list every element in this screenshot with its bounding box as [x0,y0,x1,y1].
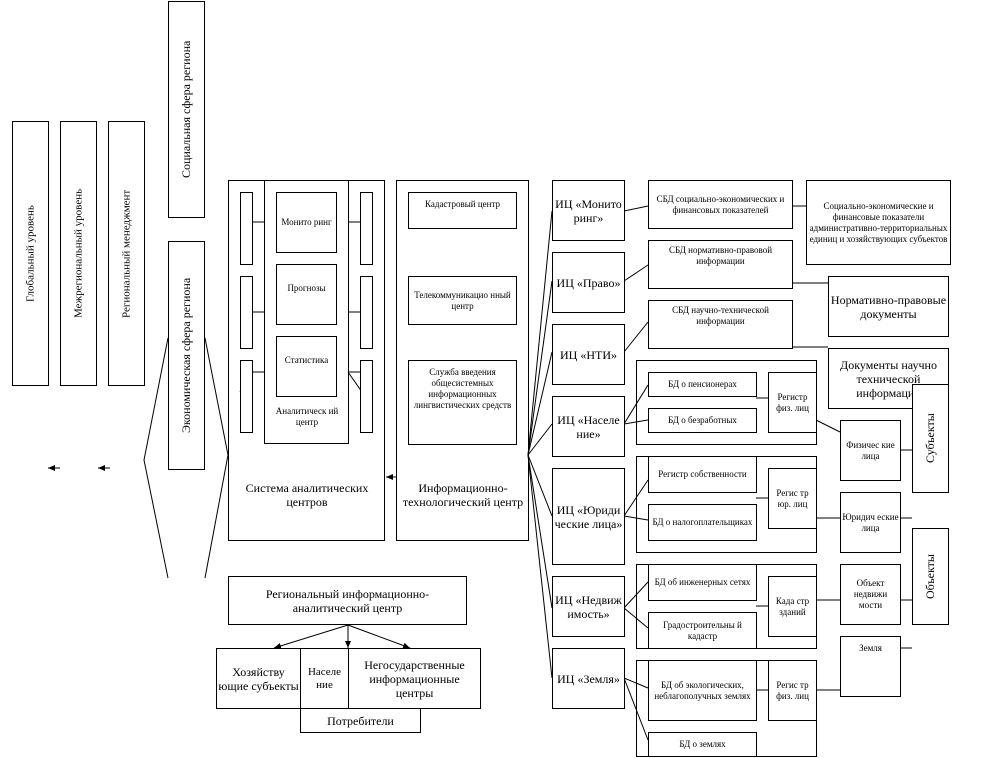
ic-nti-box: ИЦ «НТИ» [552,324,625,385]
monitoring-box: Монито ринг [276,192,337,253]
ic-real-estate-box: ИЦ «Недвиж имость» [552,576,625,637]
taxpayers-db-box: БД о налогоплательщиках [648,504,757,541]
social-sphere-box: Социальная сфера региона [168,1,205,218]
global-level-box: Глобальный уровень [12,121,49,386]
regional-info-center-box: Региональный информационно-аналитический… [228,576,467,625]
itc-label: Информационно-технологический центр [402,481,524,509]
side-bar [240,360,253,433]
urban-cadastre-box: Градостроительны й кадастр [648,612,757,649]
analytic-center-label: Аналитическ ий центр [275,406,339,427]
property-register-box: Регистр собственности [648,456,757,493]
statistics-box: Статистика [276,336,337,397]
business-entities-box: Хозяйству ющие субъекты [216,648,301,709]
telecom-center-box: Телекоммуникацио нный центр [408,276,517,325]
analytic-system-label: Система аналитических центров [245,481,369,509]
subjects-box: Субъекты [912,384,949,493]
building-cadastre-box: Када стр зданий [768,576,817,637]
arrow-to-business [273,624,349,649]
consumers-label-box: Потребители [300,708,421,733]
phys-persons-register-box: Регистр физ. лиц [768,372,817,433]
side-bar [240,276,253,349]
side-bar [240,192,253,265]
ecological-lands-db-box: БД об экологических, неблагополучных зем… [648,660,757,721]
nongov-centers-box: Негосударственные информационные центры [348,648,481,709]
engineering-networks-db-box: БД об инженерных сетях [648,564,757,601]
cadastral-center-box: Кадастровый центр [408,192,517,229]
sbd-socioeconomic-box: СБД социально-экономических и финансовых… [648,180,793,229]
ic-legal-entities-box: ИЦ «Юриди ческие лица» [552,468,625,565]
bracket-right [204,337,229,579]
phys-persons-register-2-box: Регис тр физ. лиц [768,660,817,721]
legal-persons-box: Юридич еские лица [840,492,901,553]
ic-law-box: ИЦ «Право» [552,252,625,313]
side-bar [360,360,373,433]
arrow-to-nongov [347,624,411,649]
side-bar [360,192,373,265]
linguistic-service-box: Служба введения общесистемных информацио… [408,360,517,445]
legal-persons-register-box: Регис тр юр. лиц [768,468,817,529]
sbd-normative-box: СБД нормативно-правовой информации [648,240,793,289]
interregional-level-box: Межрегиональный уровень [60,121,97,386]
analytic-center-frame [264,180,349,444]
regional-management-box: Региональный менеджмент [108,121,145,386]
ic-monitoring-box: ИЦ «Монито ринг» [552,180,625,241]
lands-db-box: БД о землях [648,732,757,757]
socioeconomic-indicators-box: Социально-экономические и финансовые пок… [806,180,951,265]
normative-documents-box: Нормативно-правовые документы [828,276,949,337]
population-consumer-box: Населе ние [300,648,349,709]
pensioners-db-box: БД о пенсионерах [648,372,757,397]
land-object-box: Земля [840,636,901,697]
sbd-scientific-box: СБД научно-технической информации [648,300,793,349]
unemployed-db-box: БД о безработных [648,408,757,433]
economic-sphere-box: Экономическая сфера региона [168,241,205,470]
physical-persons-box: Физичес кие лица [840,420,901,481]
bracket-left [143,337,169,579]
real-estate-object-box: Объект недвижи мости [840,564,901,625]
forecasts-box: Прогнозы [276,264,337,325]
ic-population-box: ИЦ «Населе ние» [552,396,625,457]
ic-land-box: ИЦ «Земля» [552,648,625,709]
side-bar [360,276,373,349]
itc-frame [396,180,529,541]
objects-box: Объекты [912,528,949,625]
